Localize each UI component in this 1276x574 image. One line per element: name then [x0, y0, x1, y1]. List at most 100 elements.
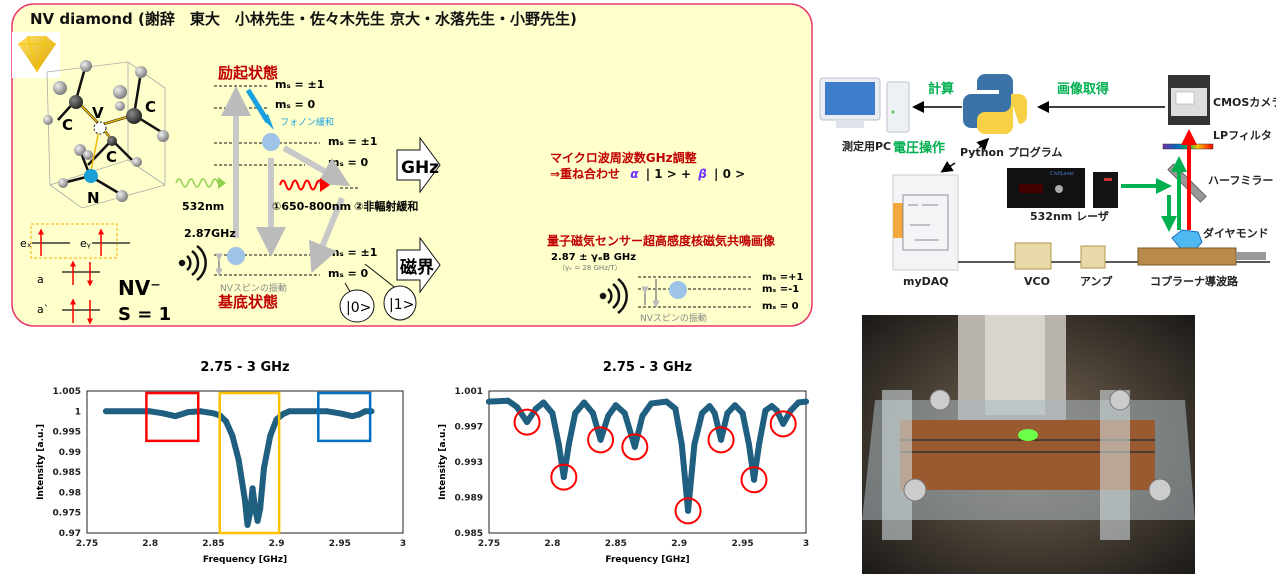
x-axis-label: Frequency [GHz]	[203, 555, 287, 565]
voltage-control-label: 電圧操作	[893, 140, 945, 156]
y-tick-label: 0.98	[59, 488, 81, 498]
data-point	[597, 436, 604, 443]
microwave-freq-label: 2.87GHz	[184, 227, 236, 240]
data-point	[260, 465, 267, 472]
data-point	[185, 409, 192, 416]
coplanar-waveguide-image	[1137, 247, 1266, 266]
python-program-label: Python プログラム	[960, 145, 1062, 159]
x-tick-label: 2.85	[202, 539, 224, 549]
data-point	[102, 408, 109, 415]
data-point	[121, 408, 128, 415]
data-point	[731, 402, 738, 409]
data-point	[349, 413, 356, 420]
data-point	[247, 509, 254, 516]
x-tick-label: 3	[803, 539, 809, 549]
excited-state-label: 励起状態	[218, 64, 278, 82]
data-point	[532, 405, 539, 412]
ground-level-pm1: mₛ = ±1	[328, 246, 377, 259]
plot-area	[488, 390, 807, 534]
data-point	[762, 407, 769, 414]
ket0-bubble: |0>	[339, 282, 375, 323]
python-logo-icon	[963, 74, 1027, 134]
excited-level-0: mₛ = 0	[275, 98, 316, 111]
y-tick-label: 1.005	[53, 387, 81, 397]
excited-level-pm1: mₛ = ±1	[275, 78, 324, 91]
data-point	[159, 410, 166, 417]
cmos-camera-label: CMOSカメラ	[1213, 96, 1276, 109]
data-point	[724, 410, 731, 417]
dip-marker-circle	[513, 408, 541, 436]
x-tick-label: 2.8	[544, 539, 560, 549]
data-point	[739, 410, 746, 417]
microwave-signal-icon-2	[599, 277, 628, 315]
ket1-text: |1>	[389, 297, 414, 313]
highlight-box	[317, 391, 372, 443]
pc-label: 測定用PC	[842, 139, 891, 153]
data-point	[672, 405, 679, 412]
beta-symbol: β	[697, 167, 707, 181]
mag-level-p1: mₛ =+1	[762, 272, 803, 283]
energy-level-diagram: 励起状態 mₛ = ±1 mₛ = 0 mₛ = ±1 mₛ = 0 mₛ = …	[175, 64, 418, 323]
data-point	[355, 411, 362, 418]
data-point	[691, 441, 698, 448]
data-point	[795, 399, 802, 406]
data-point	[685, 507, 692, 514]
atom-label-n: N	[87, 189, 100, 207]
green-laser-wave	[175, 178, 220, 188]
data-point	[803, 398, 809, 405]
ket0-text: |0>	[346, 300, 371, 316]
x-tick-label: 3	[400, 539, 406, 549]
orbital-ex: eₓ	[20, 237, 32, 250]
data-point	[612, 402, 619, 409]
highlight-box	[145, 391, 200, 443]
ghz-arrow-label: GHz	[401, 158, 439, 178]
vco-label: VCO	[1024, 275, 1050, 288]
data-point	[257, 505, 264, 512]
data-point	[780, 420, 787, 427]
orbital-a-prime: a`	[37, 303, 49, 316]
data-point	[572, 410, 579, 417]
x-tick-label: 2.75	[76, 539, 98, 549]
amplifier-label: アンプ	[1080, 274, 1113, 288]
x-tick-label: 2.95	[731, 539, 753, 549]
nv-diamond-panel: NV diamond (謝辞 東大 小林先生・佐々木先生 京大・水落先生・小野先…	[11, 3, 813, 327]
data-point	[210, 410, 217, 417]
calc-label: 計算	[928, 81, 954, 97]
laser-brand: CivilLaser	[1050, 171, 1075, 177]
amplifier-image	[1080, 245, 1106, 269]
data-point	[751, 476, 758, 483]
data-point	[486, 398, 492, 405]
chart-title: 2.75 - 3 GHz	[603, 360, 692, 375]
dip-marker-circle	[707, 426, 735, 454]
data-point	[581, 399, 588, 406]
laser-label: 532nm レーザ	[1030, 210, 1109, 223]
experimental-setup-diagram: 測定用PC 計算 画像取得 Python プログラム 電圧操作 CMOSカメラ …	[819, 74, 1276, 288]
mag-level-0: mₛ = 0	[762, 301, 799, 312]
data-point	[235, 456, 242, 463]
highlight-box	[218, 391, 281, 535]
ghz-arrow-block: GHz マイクロ波周波数GHz調整 ⇒重ね合わせ α | 1 > + β | 0…	[396, 136, 745, 194]
orbital-diagram: eₓ eᵧ a a` NV⁻ S = 1	[20, 223, 171, 325]
superposition-line: ⇒重ね合わせ α | 1 > + β | 0 >	[550, 166, 745, 181]
superposition-label: ⇒重ね合わせ	[550, 166, 620, 181]
magnetic-field-label: 磁界	[400, 257, 434, 278]
y-tick-label: 0.997	[455, 423, 483, 433]
orbital-a: a	[37, 273, 44, 286]
panel-title: NV diamond (謝辞 東大 小林先生・佐々木先生 京大・水落先生・小野先…	[30, 10, 577, 28]
data-point	[279, 411, 286, 418]
diamond-gem-icon	[12, 32, 60, 78]
data-point	[663, 398, 670, 405]
spin-s1-label: S = 1	[118, 304, 171, 325]
mydaq-image	[892, 174, 959, 271]
dip-marker-circle	[587, 426, 615, 454]
data-point	[631, 443, 638, 450]
y-tick-label: 1.001	[455, 387, 483, 397]
x-tick-label: 2.85	[605, 539, 627, 549]
dip-marker-circle	[550, 463, 578, 491]
data-point	[706, 403, 713, 410]
spin-vibration-label: NVスピンの振動	[220, 282, 287, 294]
data-point	[768, 403, 775, 410]
microscope-sample-photo	[862, 315, 1195, 574]
data-point	[336, 410, 343, 417]
